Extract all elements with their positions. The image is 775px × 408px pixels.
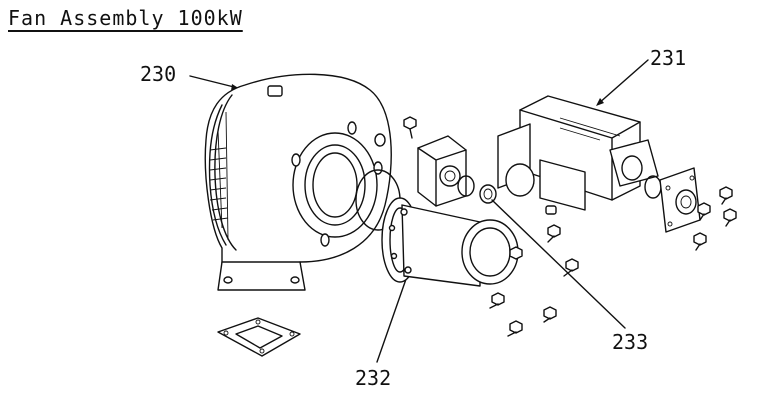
venturi [381, 197, 519, 287]
gasket [217, 317, 301, 357]
motor-fins [209, 147, 229, 221]
callout-230: 230 [140, 62, 177, 86]
gas-adaptor [417, 135, 467, 207]
diagram-title: Fan Assembly 100kW [8, 6, 243, 30]
callout-233: 233 [612, 330, 649, 354]
gas-valve [497, 95, 659, 215]
callout-231: 231 [650, 46, 687, 70]
valve-flange [644, 167, 701, 233]
orings-233 [457, 175, 497, 204]
callout-232: 232 [355, 366, 392, 390]
screws [403, 116, 737, 337]
fan-housing [204, 73, 392, 291]
